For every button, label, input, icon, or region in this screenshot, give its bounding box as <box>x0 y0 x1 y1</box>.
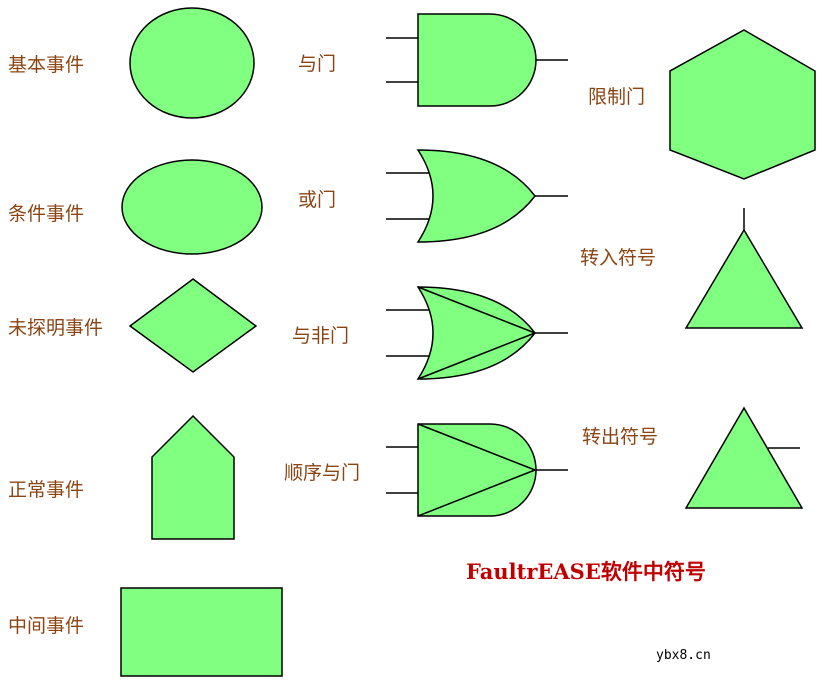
intermediate-event-label: 中间事件 <box>8 615 85 637</box>
conditional-event-ellipse <box>121 159 263 255</box>
undeveloped-event-label: 未探明事件 <box>8 317 104 339</box>
inhibit-gate-label: 限制门 <box>588 86 646 108</box>
or-gate-symbol <box>386 149 568 243</box>
nand-gate-label: 与非门 <box>292 325 350 347</box>
nand-gate-symbol <box>386 286 568 380</box>
normal-event-house <box>151 414 235 540</box>
watermark-text: ybx8.cn <box>656 648 711 663</box>
transfer-in-label: 转入符号 <box>580 247 657 269</box>
priority-and-gate-symbol <box>386 423 568 517</box>
transfer-out-symbol <box>684 406 804 509</box>
and-gate-label: 与门 <box>298 53 337 75</box>
normal-event-label: 正常事件 <box>8 479 85 501</box>
basic-event-circle <box>129 7 255 119</box>
conditional-event-label: 条件事件 <box>8 203 85 225</box>
inhibit-gate-hexagon <box>669 29 816 180</box>
diagram-caption: FaultrEASE软件中符号 <box>466 559 706 584</box>
undeveloped-event-diamond <box>128 278 258 373</box>
basic-event-label: 基本事件 <box>8 54 85 76</box>
intermediate-event-rectangle <box>120 587 283 677</box>
and-gate-symbol <box>386 13 568 107</box>
transfer-in-symbol <box>684 208 804 329</box>
or-gate-label: 或门 <box>298 189 337 211</box>
transfer-out-label: 转出符号 <box>582 426 659 448</box>
priority-and-gate-label: 顺序与门 <box>284 462 361 484</box>
